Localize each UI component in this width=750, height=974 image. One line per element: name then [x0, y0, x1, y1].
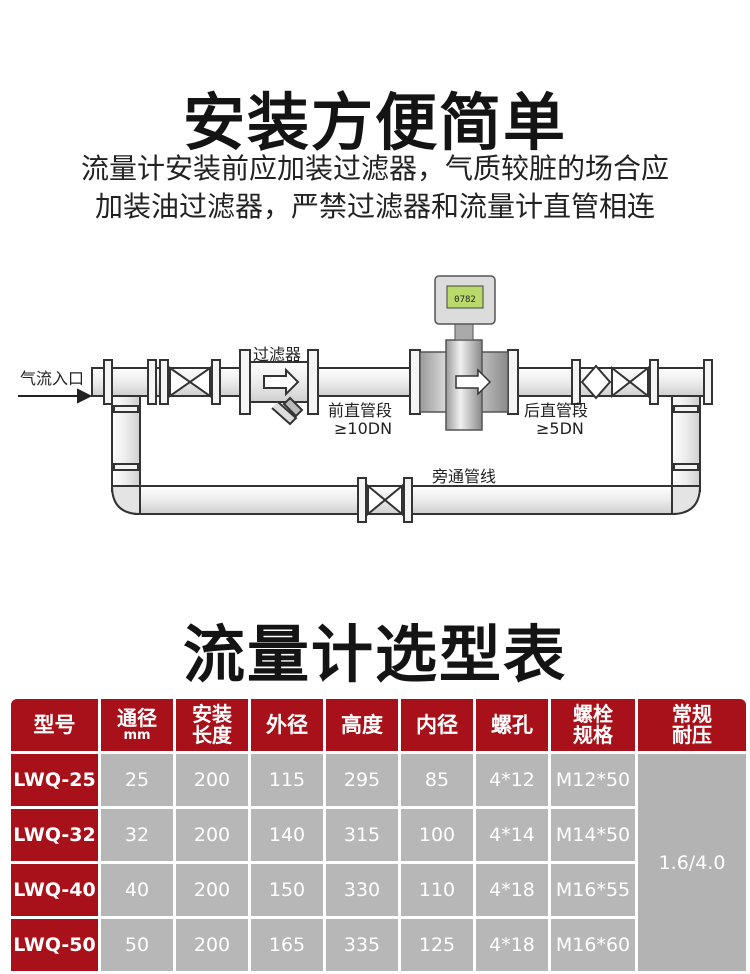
header-bolt-holes: 螺孔: [476, 699, 548, 751]
cell-outer: 165: [251, 919, 323, 971]
bypass-label: 旁通管线: [432, 467, 496, 486]
cell-pressure: 1.6/4.0: [638, 754, 746, 971]
filter-icon: [249, 361, 309, 426]
inlet-label: 气流入口: [20, 369, 84, 388]
cell-bolt: M14*50: [551, 809, 635, 861]
section-title-selection-table: 流量计选型表: [182, 618, 567, 691]
table-row: LWQ-50 50 200 165 335 125 4*18 M16*60: [11, 919, 746, 971]
cell-hole: 4*18: [476, 864, 548, 916]
section-title-installation: 安装方便简单: [182, 86, 567, 159]
cell-hole: 4*12: [476, 754, 548, 806]
cell-inner: 110: [401, 864, 473, 916]
table-row: LWQ-25 25 200 115 295 85 4*12 M12*50 1.6…: [11, 754, 746, 971]
header-bore: 通径 mm: [101, 699, 173, 751]
table-row: LWQ-40 40 200 150 330 110 4*18 M16*55: [11, 864, 746, 916]
cell-bore: 50: [101, 919, 173, 971]
installation-note-line2: 加装油过滤器，严禁过滤器和流量计直管相连: [94, 190, 655, 223]
header-install-length: 安装 长度: [176, 699, 248, 751]
gate-valve-inlet-icon: [169, 366, 211, 398]
front-pipe-length: ≥10DN: [334, 419, 392, 438]
cell-height: 335: [326, 919, 398, 971]
header-inner-diameter: 内径: [401, 699, 473, 751]
header-pressure: 常规 耐压: [638, 699, 746, 751]
cell-inner: 100: [401, 809, 473, 861]
gate-valve-outlet-icon: [580, 364, 649, 400]
cell-outer: 115: [251, 754, 323, 806]
header-height: 高度: [326, 699, 398, 751]
pipe-flanges: [103, 349, 713, 523]
cell-hole: 4*18: [476, 919, 548, 971]
gate-valve-bypass-icon: [367, 483, 403, 517]
cell-outer: 150: [251, 864, 323, 916]
table-row: LWQ-32 32 200 140 315 100 4*14 M14*50: [11, 809, 746, 861]
cell-length: 200: [176, 809, 248, 861]
cell-height: 295: [326, 754, 398, 806]
cell-model: LWQ-32: [11, 809, 98, 861]
cell-outer: 140: [251, 809, 323, 861]
header-outer-diameter: 外径: [251, 699, 323, 751]
cell-bore: 40: [101, 864, 173, 916]
selection-table: 型号 通径 mm 安装 长度 外径 高度 内径 螺孔 螺栓 规格 常规 耐压: [8, 696, 749, 974]
cell-model: LWQ-50: [11, 919, 98, 971]
header-model: 型号: [11, 699, 98, 751]
front-pipe-label: 前直管段: [328, 401, 392, 420]
cell-model: LWQ-40: [11, 864, 98, 916]
cell-bolt: M12*50: [551, 754, 635, 806]
cell-bolt: M16*60: [551, 919, 635, 971]
cell-height: 315: [326, 809, 398, 861]
cell-height: 330: [326, 864, 398, 916]
cell-bore: 25: [101, 754, 173, 806]
cell-inner: 125: [401, 919, 473, 971]
cell-bore: 32: [101, 809, 173, 861]
cell-length: 200: [176, 864, 248, 916]
cell-inner: 85: [401, 754, 473, 806]
cell-length: 200: [176, 919, 248, 971]
rear-pipe-label: 后直管段: [524, 401, 588, 420]
filter-label: 过滤器: [253, 345, 301, 364]
cell-hole: 4*14: [476, 809, 548, 861]
cell-model: LWQ-25: [11, 754, 98, 806]
installation-diagram: 0782 气流入口 过滤器 前直管段 ≥10DN 后直管段 ≥5DN 旁通管线: [18, 275, 713, 523]
flow-meter-icon: 0782: [419, 275, 509, 431]
inlet-arrow-icon: [18, 388, 93, 404]
installation-note-line1: 流量计安装前应加装过滤器，气质较脏的场合应: [80, 152, 669, 185]
rear-pipe-length: ≥5DN: [536, 419, 584, 438]
cell-bolt: M16*55: [551, 864, 635, 916]
meter-display-reading: 0782: [454, 295, 476, 305]
header-bolt-spec: 螺栓 规格: [551, 699, 635, 751]
cell-length: 200: [176, 754, 248, 806]
table-header-row: 型号 通径 mm 安装 长度 外径 高度 内径 螺孔 螺栓 规格 常规 耐压: [11, 699, 746, 751]
